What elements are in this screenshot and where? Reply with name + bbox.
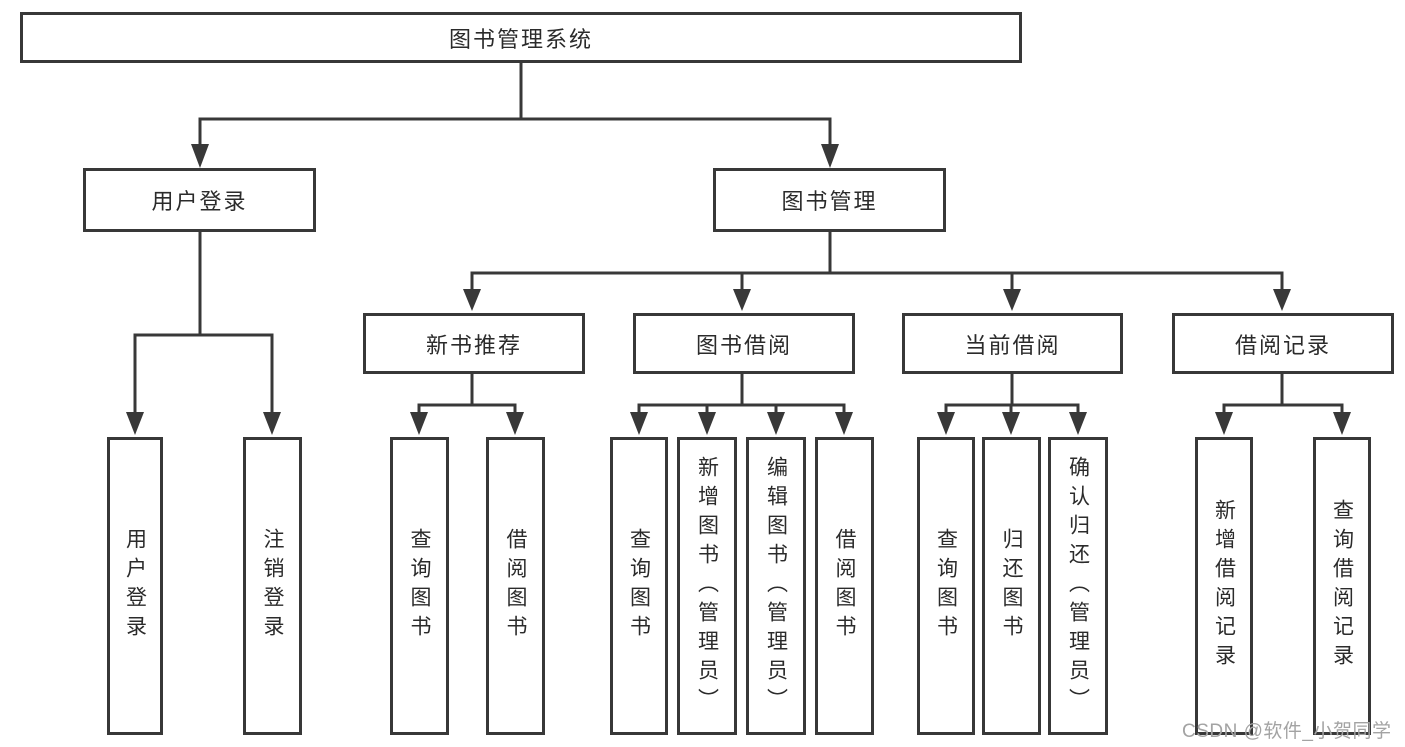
node-book-management-label: 图书管理 bbox=[781, 189, 878, 214]
arrow-down-icon bbox=[1273, 289, 1291, 311]
node-current-borrow-label: 当前借阅 bbox=[964, 332, 1061, 358]
arrow-down-icon bbox=[937, 412, 955, 435]
leaf-logout-label: 注销登录 bbox=[261, 528, 284, 644]
arrow-down-icon bbox=[821, 144, 839, 168]
leaf-borrow-edit-books-admin-label: 编辑图书（管理员） bbox=[764, 455, 788, 717]
leaf-newrec-query-books: 查询图书 bbox=[390, 437, 449, 735]
node-book-management: 图书管理 bbox=[713, 168, 946, 232]
arrow-down-icon bbox=[1333, 412, 1351, 435]
arrow-down-icon bbox=[835, 412, 853, 435]
node-new-book-recommend: 新书推荐 bbox=[363, 313, 585, 374]
leaf-user-login: 用户登录 bbox=[107, 437, 163, 735]
node-root-label: 图书管理系统 bbox=[448, 26, 593, 52]
leaf-user-login-label: 用户登录 bbox=[123, 528, 147, 644]
leaf-records-add-record-label: 新增借阅记录 bbox=[1212, 499, 1236, 673]
arrow-down-icon bbox=[410, 412, 428, 435]
arrow-down-icon bbox=[767, 412, 785, 435]
leaf-borrow-borrow-books-label: 借阅图书 bbox=[833, 528, 856, 644]
leaf-borrow-add-books-admin: 新增图书（管理员） bbox=[677, 437, 737, 735]
leaf-borrow-borrow-books: 借阅图书 bbox=[815, 437, 874, 735]
csdn-watermark: CSDN @软件_小贺同学 bbox=[1182, 721, 1392, 742]
leaf-records-query-record-label: 查询借阅记录 bbox=[1330, 499, 1354, 673]
arrow-down-icon bbox=[1003, 289, 1021, 311]
leaf-current-confirm-return-admin: 确认归还（管理员） bbox=[1048, 437, 1108, 735]
leaf-logout: 注销登录 bbox=[243, 437, 302, 735]
node-current-borrow: 当前借阅 bbox=[902, 313, 1123, 374]
arrow-down-icon bbox=[1215, 412, 1233, 435]
leaf-newrec-borrow-books-label: 借阅图书 bbox=[504, 528, 527, 644]
leaf-records-query-record: 查询借阅记录 bbox=[1313, 437, 1371, 735]
leaf-records-add-record: 新增借阅记录 bbox=[1195, 437, 1253, 735]
leaf-newrec-borrow-books: 借阅图书 bbox=[486, 437, 545, 735]
leaf-borrow-query-books: 查询图书 bbox=[610, 437, 668, 735]
arrow-down-icon bbox=[463, 289, 481, 311]
leaf-newrec-query-books-label: 查询图书 bbox=[408, 528, 431, 644]
leaf-current-return-books-label: 归还图书 bbox=[1000, 528, 1023, 644]
arrow-down-icon bbox=[263, 412, 281, 435]
arrowheads bbox=[126, 144, 1351, 435]
node-book-borrow-label: 图书借阅 bbox=[695, 332, 792, 358]
arrow-down-icon bbox=[630, 412, 648, 435]
node-borrow-records-label: 借阅记录 bbox=[1234, 332, 1331, 358]
leaf-borrow-add-books-admin-label: 新增图书（管理员） bbox=[695, 455, 719, 717]
leaf-borrow-query-books-label: 查询图书 bbox=[627, 528, 651, 644]
leaf-current-return-books: 归还图书 bbox=[982, 437, 1041, 735]
arrow-down-icon bbox=[733, 289, 751, 311]
arrow-down-icon bbox=[698, 412, 716, 435]
leaf-borrow-edit-books-admin: 编辑图书（管理员） bbox=[746, 437, 806, 735]
leaf-current-confirm-return-admin-label: 确认归还（管理员） bbox=[1066, 455, 1090, 717]
node-user-login: 用户登录 bbox=[83, 168, 316, 232]
arrow-down-icon bbox=[1002, 412, 1020, 435]
leaf-current-query-books-label: 查询图书 bbox=[934, 528, 958, 644]
arrow-down-icon bbox=[191, 144, 209, 168]
node-user-login-label: 用户登录 bbox=[151, 189, 248, 214]
node-book-borrow: 图书借阅 bbox=[633, 313, 855, 374]
arrow-down-icon bbox=[1069, 412, 1087, 435]
arrow-down-icon bbox=[506, 412, 524, 435]
node-root: 图书管理系统 bbox=[20, 12, 1022, 63]
arrow-down-icon bbox=[126, 412, 144, 435]
node-borrow-records: 借阅记录 bbox=[1172, 313, 1394, 374]
node-new-book-recommend-label: 新书推荐 bbox=[425, 332, 522, 358]
leaf-current-query-books: 查询图书 bbox=[917, 437, 975, 735]
